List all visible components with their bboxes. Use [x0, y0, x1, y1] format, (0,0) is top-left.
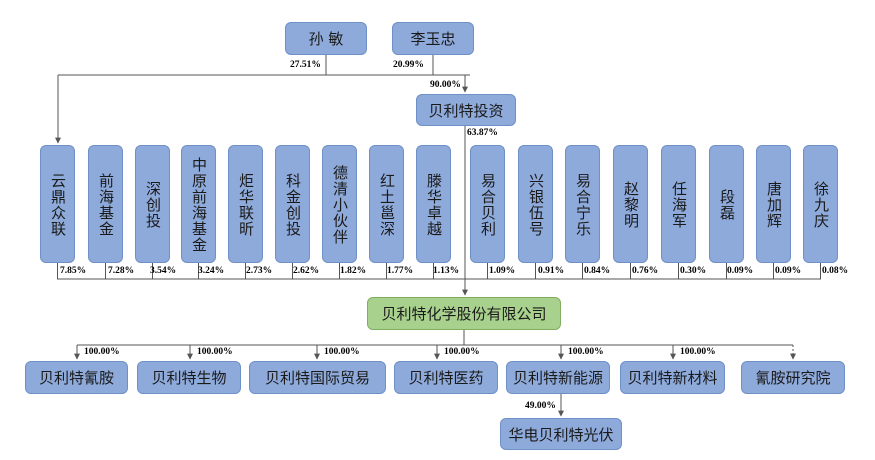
node-shareholder: 徐九庆: [803, 145, 838, 263]
node-shareholder: 段磊: [709, 145, 744, 263]
node-label: 唐加辉: [765, 181, 783, 229]
node-company: 贝利特化学股份有限公司: [367, 297, 561, 330]
node-label: 贝利特投资: [428, 101, 504, 120]
share-subsidiary: 100.00%: [568, 347, 604, 357]
node-label: 段磊: [718, 189, 736, 221]
node-label: 赵黎明: [622, 181, 640, 229]
node-label: 滕华卓越: [425, 173, 443, 237]
share-shareholder: 2.73%: [246, 266, 273, 276]
node-label: 贝利特生物: [151, 369, 227, 387]
share-subsidiary: 100.00%: [680, 347, 716, 357]
share-li-yuzhong: 20.99%: [393, 60, 424, 70]
node-shareholder: 易合宁乐: [565, 145, 600, 263]
node-label: 前海基金: [97, 173, 115, 237]
share-shareholder: 7.85%: [60, 266, 87, 276]
node-shareholder: 德清小伙伴: [322, 145, 357, 263]
share-shareholder: 1.82%: [340, 266, 367, 276]
share-shareholder: 0.91%: [538, 266, 565, 276]
node-label: 兴银伍号: [527, 173, 545, 237]
node-label: 易合贝利: [479, 173, 497, 237]
node-subsidiary: 贝利特新能源: [506, 361, 610, 394]
node-label: 贝利特医药: [408, 369, 484, 387]
share-subsidiary: 100.00%: [197, 347, 233, 357]
node-label: 红土邕深: [378, 173, 396, 237]
node-subsidiary: 贝利特国际贸易: [249, 361, 386, 394]
share-shareholder: 7.28%: [108, 266, 135, 276]
share-holding-stake: 63.87%: [467, 128, 498, 138]
node-li-yuzhong: 李玉忠: [392, 22, 474, 55]
node-subsidiary: 贝利特氰胺: [25, 361, 128, 394]
share-shareholder: 0.30%: [680, 266, 707, 276]
share-shareholder: 0.84%: [584, 266, 611, 276]
share-shareholder: 1.13%: [433, 266, 460, 276]
node-shareholder: 赵黎明: [613, 145, 648, 263]
node-label: 氰胺研究院: [755, 369, 831, 387]
share-shareholder: 0.08%: [822, 266, 849, 276]
node-shareholder: 红土邕深: [369, 145, 404, 263]
node-label: 中原前海基金: [190, 157, 208, 253]
node-holding: 贝利特投资: [416, 94, 516, 126]
share-shareholder: 3.24%: [198, 266, 225, 276]
share-shareholder: 2.62%: [293, 266, 320, 276]
node-shareholder: 中原前海基金: [181, 145, 216, 263]
share-holding-owner: 90.00%: [430, 80, 461, 90]
node-label: 华电贝利特光伏: [508, 425, 614, 444]
node-label: 深创投: [144, 181, 162, 229]
node-label: 贝利特氰胺: [38, 369, 114, 387]
node-label: 徐九庆: [812, 181, 830, 229]
node-label: 炬华联昕: [237, 173, 255, 237]
node-shareholder: 易合贝利: [470, 145, 505, 263]
node-shareholder: 任海军: [661, 145, 696, 263]
node-sub-subsidiary: 华电贝利特光伏: [500, 418, 622, 450]
node-label: 贝利特新材料: [627, 369, 718, 387]
share-sub-subsidiary: 49.00%: [525, 401, 556, 411]
node-label: 贝利特新能源: [512, 369, 603, 387]
node-label: 德清小伙伴: [331, 165, 349, 245]
share-shareholder: 1.09%: [489, 266, 516, 276]
node-shareholder: 科金创投: [275, 145, 310, 263]
share-subsidiary: 100.00%: [444, 347, 480, 357]
node-subsidiary: 贝利特生物: [137, 361, 241, 394]
share-sun-min: 27.51%: [290, 60, 321, 70]
share-shareholder: 0.76%: [632, 266, 659, 276]
node-shareholder: 唐加辉: [756, 145, 791, 263]
node-label: 李玉忠: [410, 30, 456, 48]
node-label: 科金创投: [284, 173, 302, 237]
node-shareholder: 兴银伍号: [518, 145, 553, 263]
node-label: 贝利特化学股份有限公司: [381, 305, 547, 323]
node-label: 云鼎众联: [49, 173, 67, 237]
node-shareholder: 滕华卓越: [416, 145, 451, 263]
node-sun-min: 孙 敏: [285, 22, 367, 55]
node-shareholder: 炬华联昕: [228, 145, 263, 263]
node-label: 任海军: [670, 181, 688, 229]
node-subsidiary: 氰胺研究院: [741, 361, 845, 394]
node-label: 贝利特国际贸易: [264, 369, 370, 387]
share-subsidiary: 100.00%: [324, 347, 360, 357]
node-subsidiary: 贝利特医药: [394, 361, 498, 394]
node-subsidiary: 贝利特新材料: [620, 361, 725, 394]
node-label: 易合宁乐: [574, 173, 592, 237]
node-shareholder: 深创投: [135, 145, 170, 263]
share-shareholder: 3.54%: [150, 266, 177, 276]
share-shareholder: 1.77%: [387, 266, 414, 276]
node-shareholder: 前海基金: [88, 145, 123, 263]
share-shareholder: 0.09%: [775, 266, 802, 276]
share-shareholder: 0.09%: [727, 266, 754, 276]
node-label: 孙 敏: [308, 30, 344, 48]
node-shareholder: 云鼎众联: [40, 145, 75, 263]
share-subsidiary: 100.00%: [84, 347, 120, 357]
